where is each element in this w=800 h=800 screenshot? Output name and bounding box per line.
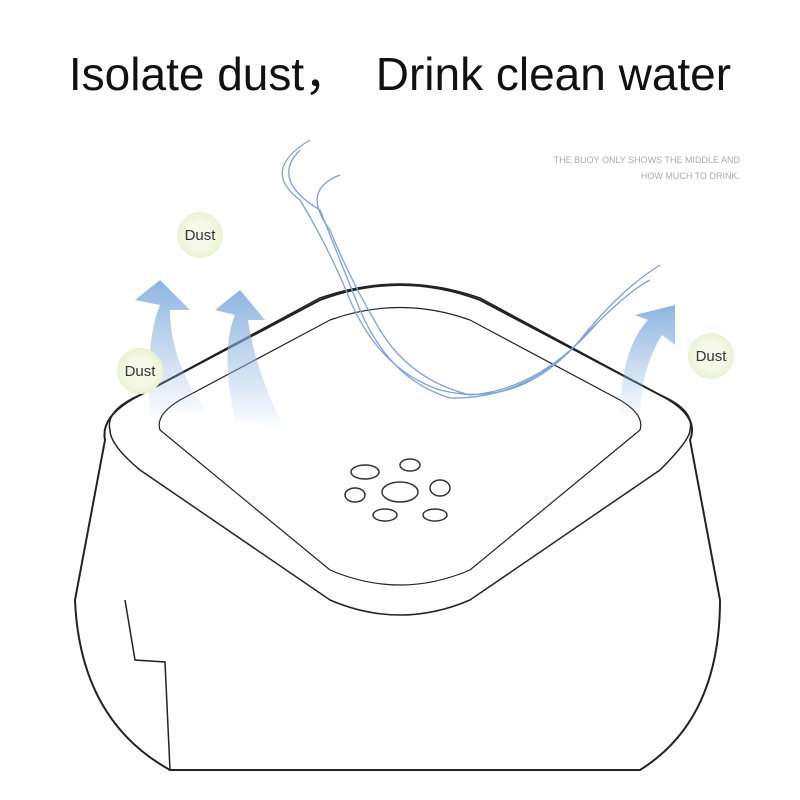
wind-lines (281, 139, 661, 399)
note-line-1: THE BUOY ONLY SHOWS THE MIDDLE AND (553, 155, 740, 165)
arrow-up-icon (215, 290, 285, 430)
buoy-flower-icon (344, 458, 451, 522)
note-line-2: HOW MUCH TO DRINK. (640, 171, 740, 181)
dust-label: Dust (117, 348, 163, 394)
dust-label: Dust (688, 333, 734, 379)
arrow-up-icon (620, 305, 675, 420)
buoy-note: THE BUOY ONLY SHOWS THE MIDDLE AND HOW M… (554, 152, 740, 184)
dust-label: Dust (177, 212, 223, 258)
headline: Isolate dust， Drink clean water (68, 48, 732, 100)
dust-arrows (135, 280, 675, 430)
